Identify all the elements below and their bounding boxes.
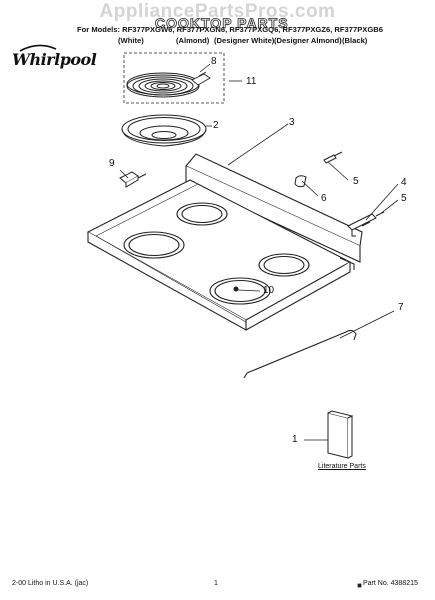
element-receptacle (119, 171, 147, 188)
callout-7: 7 (398, 302, 404, 313)
surface-element-group (123, 52, 225, 104)
cooktop-screw (233, 286, 239, 292)
literature-booklet (327, 410, 354, 459)
footer-litho: 2-00 Litho in U.S.A. (jac) (12, 580, 89, 587)
color-label-black: (Black) (342, 36, 368, 45)
color-label-designer-almond: (Designer Almond) (274, 36, 342, 45)
callout-3: 3 (289, 117, 295, 128)
callout-11: 11 (246, 76, 257, 87)
hinge-screw-and-clip (294, 151, 343, 188)
callout-8: 8 (211, 56, 217, 67)
brand-logo: Whirlpool (12, 50, 97, 69)
callout-4: 4 (401, 177, 407, 188)
footer-part-number: Part No. 4388215 (363, 580, 418, 587)
hinge-bracket (347, 211, 385, 237)
callout-9: 9 (109, 158, 115, 169)
element-terminal-block (191, 71, 211, 86)
leader-lines (119, 63, 399, 588)
literature-parts-label: Literature Parts (318, 463, 366, 470)
page-title: COOKTOP PARTS (155, 15, 289, 32)
logo-swoosh-icon (19, 44, 57, 52)
callout-1: 1 (292, 434, 298, 445)
callout-10: 10 (263, 285, 275, 296)
callout-5-top: 5 (353, 176, 359, 187)
model-list: For Models: RF377PXGW6, RF377PXGN6, RF37… (77, 25, 383, 34)
cooktop-support-rod (243, 329, 357, 379)
color-label-almond: (Almond) (176, 36, 210, 45)
callout-6: 6 (321, 193, 327, 204)
color-label-white: (White) (118, 36, 144, 45)
drip-bowl (121, 114, 207, 147)
footer-page-number: 1 (214, 580, 218, 587)
surface-element-coil (126, 72, 200, 98)
cooktop-main-top (86, 153, 363, 331)
color-label-designer-white: (Designer White) (214, 36, 275, 45)
watermark: AppliancePartsPros.com (99, 1, 336, 22)
callout-2: 2 (213, 120, 219, 131)
callout-5-lower: 5 (401, 193, 407, 204)
